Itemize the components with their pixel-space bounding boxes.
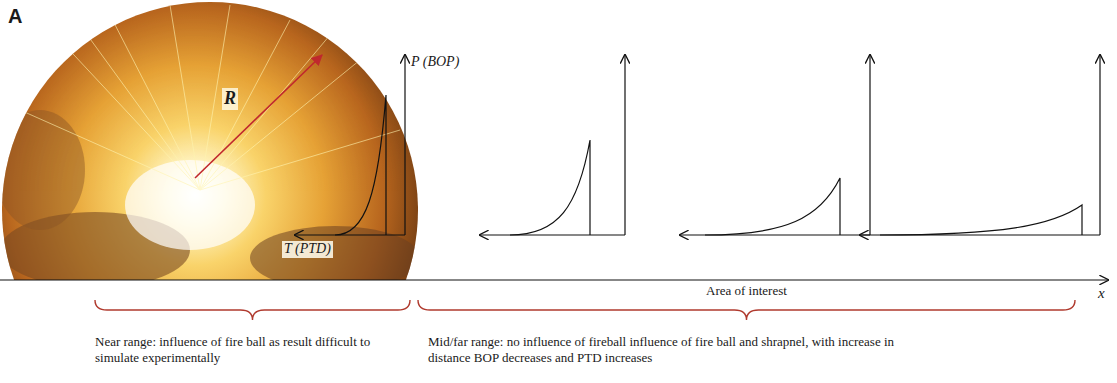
pressure-graph xyxy=(860,55,1100,235)
range-note: Mid/far range: no influence of fireball … xyxy=(428,334,928,365)
pressure-graph xyxy=(480,55,625,235)
distance-axis xyxy=(0,279,1108,280)
radius-arrow xyxy=(195,55,322,178)
axis-label: T (PTD) xyxy=(282,241,333,258)
axis-label: x xyxy=(1098,284,1105,302)
region-label: Area of interest xyxy=(706,283,787,299)
range-brace xyxy=(95,300,410,320)
range-braces xyxy=(95,300,1075,320)
panel-letter: A xyxy=(8,4,22,28)
pressure-graph xyxy=(680,55,870,235)
pressure-graph xyxy=(295,55,405,235)
axis-label: P (BOP) xyxy=(411,54,459,71)
fireball-photo xyxy=(0,0,420,290)
radius-label: R xyxy=(222,88,238,110)
pressure-graphs xyxy=(295,55,1100,235)
range-note: Near range: influence of fire ball as re… xyxy=(95,334,385,365)
range-brace xyxy=(418,300,1075,320)
